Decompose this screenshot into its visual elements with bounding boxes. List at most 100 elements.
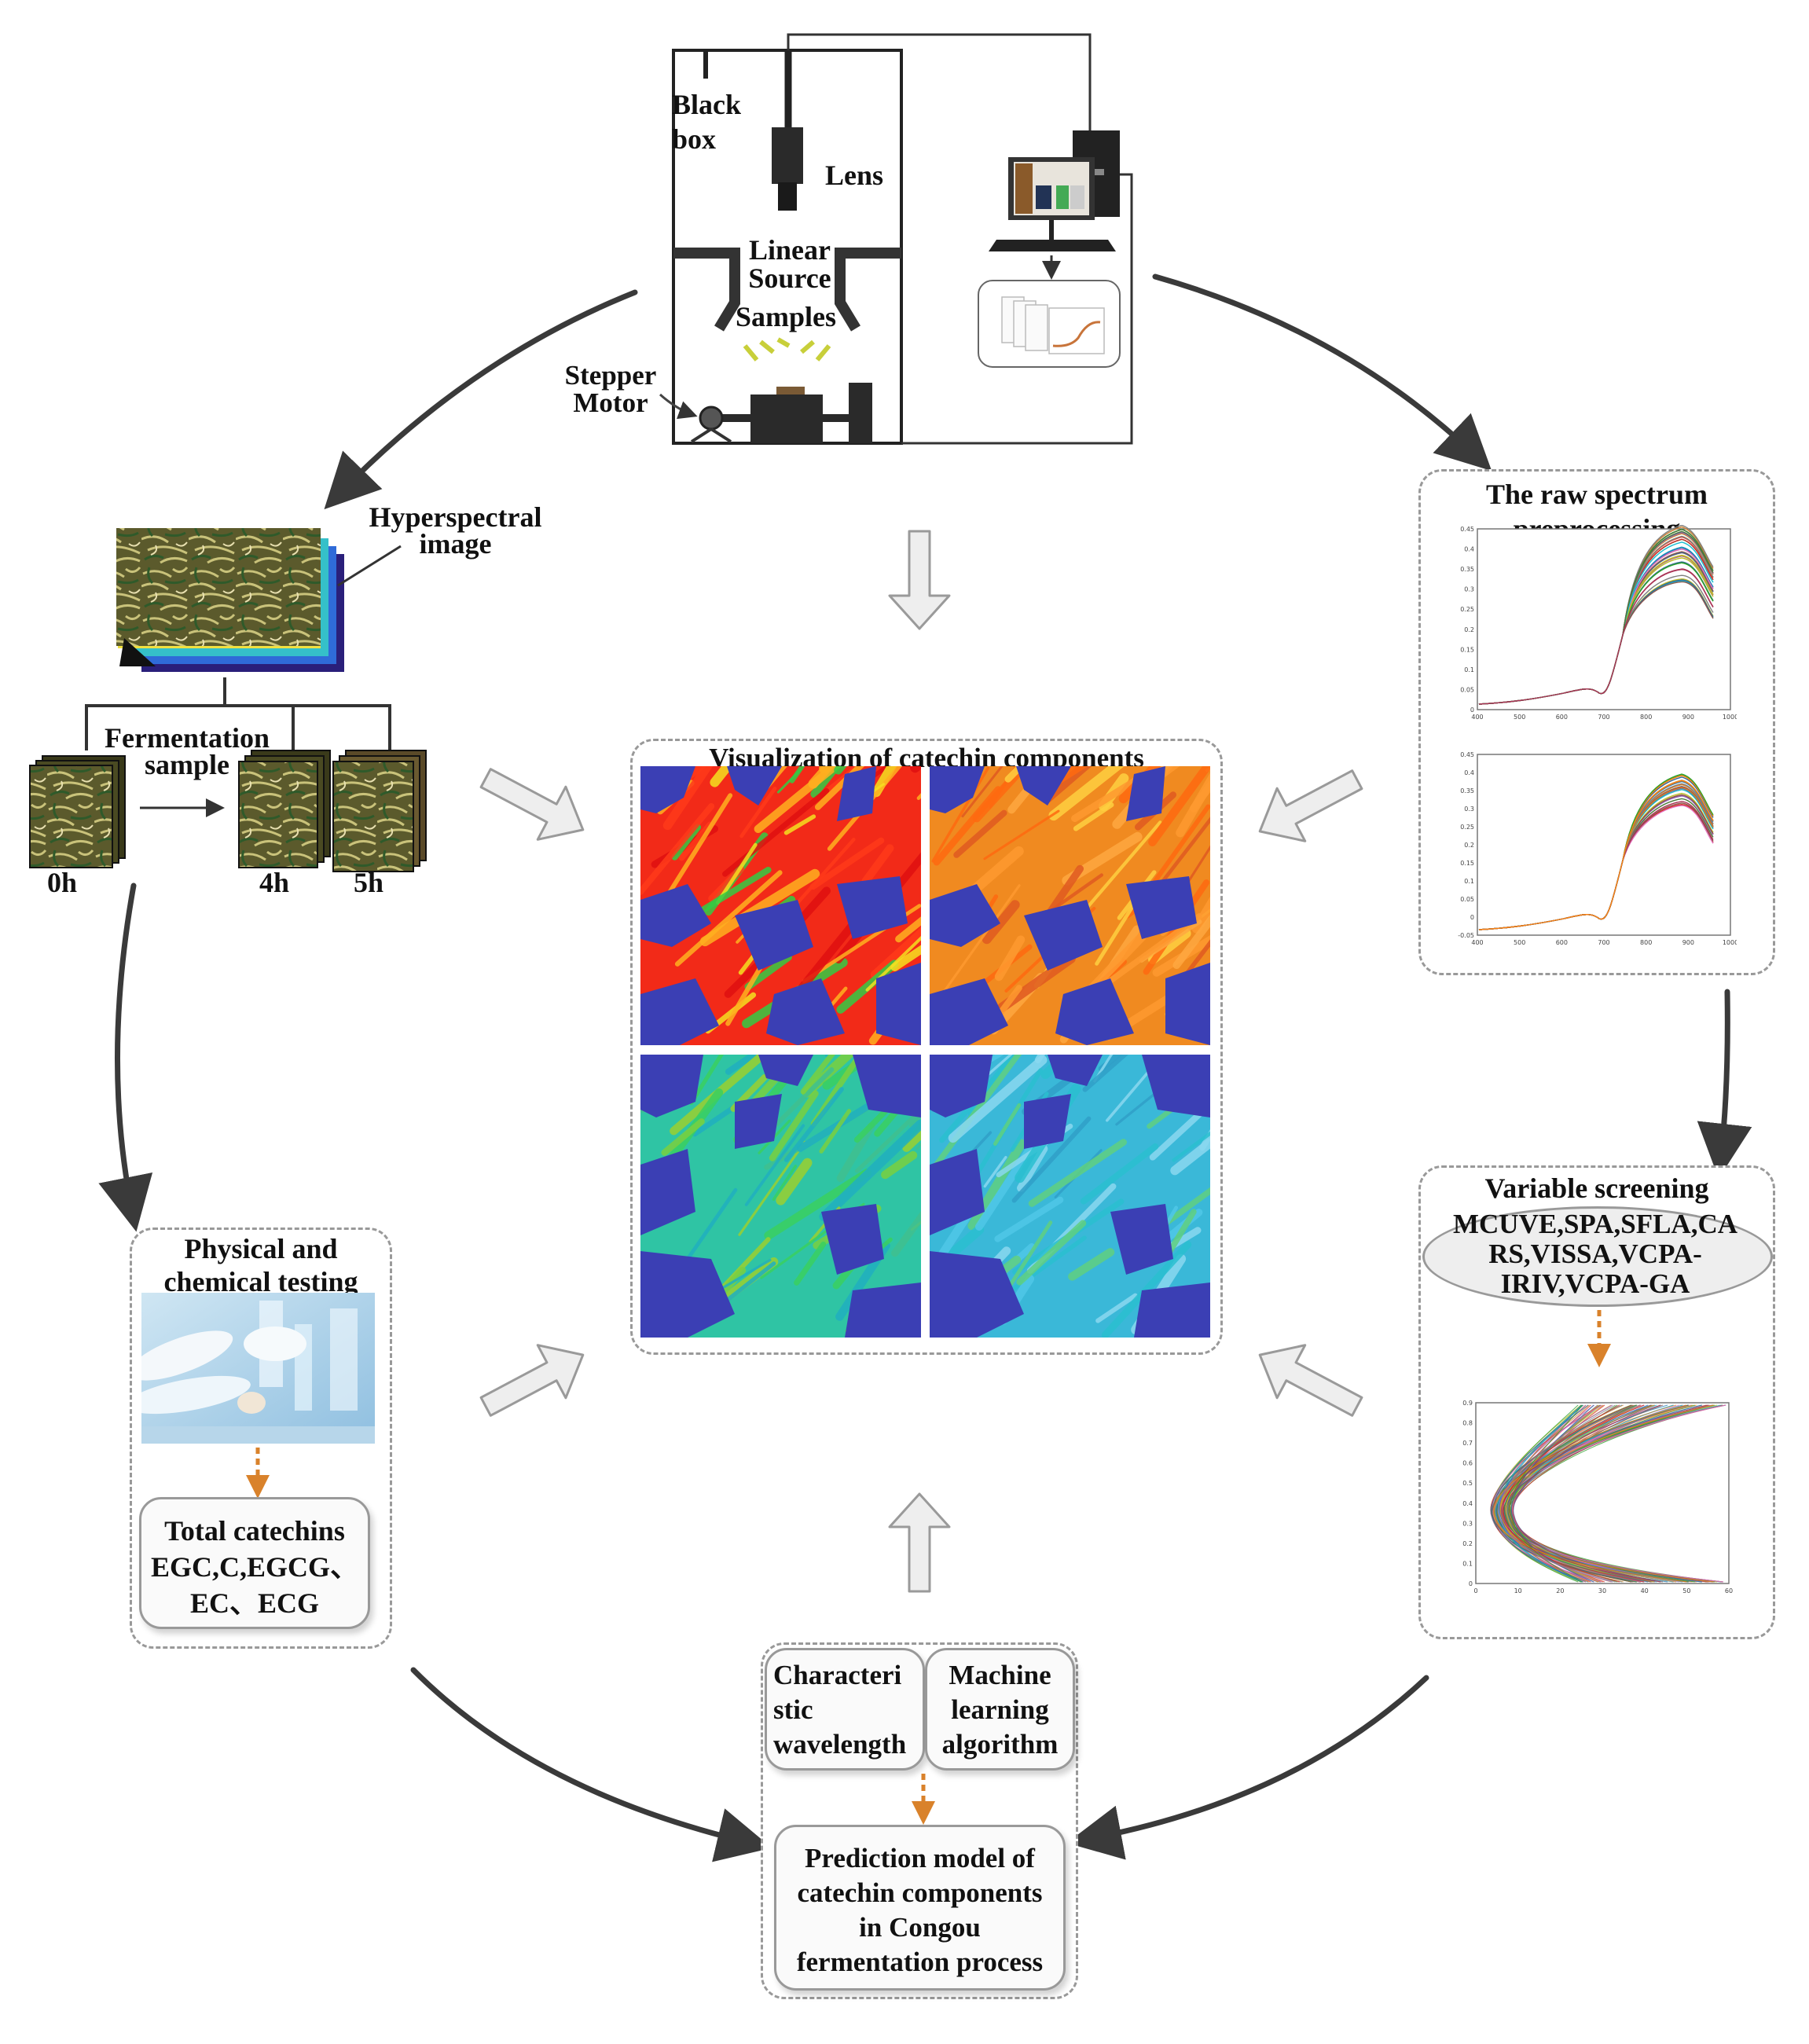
- selection-curve: [1503, 1404, 1620, 1583]
- x-tick-label: 600: [1556, 939, 1568, 946]
- map-background-region: [837, 876, 908, 939]
- hollow-arrow-top: [888, 530, 951, 630]
- light-source-left: [673, 248, 740, 332]
- x-tick-label: 900: [1682, 939, 1694, 946]
- map-streak: [772, 1165, 798, 1201]
- motor-pointer: [659, 393, 698, 420]
- map-streak: [738, 1140, 806, 1236]
- x-tick-label: 60: [1725, 1587, 1733, 1594]
- motor-block: [849, 383, 872, 443]
- x-tick-label: 800: [1640, 714, 1652, 721]
- map-background-region: [1126, 766, 1165, 821]
- selection-curve: [1498, 1404, 1613, 1583]
- methods-line-2: RS,VISSA,VCPA-: [1488, 1239, 1702, 1269]
- map-streak: [1098, 1055, 1124, 1072]
- map-streak: [1176, 772, 1210, 838]
- map-streak: [776, 769, 802, 794]
- x-tick-label: 700: [1598, 714, 1609, 721]
- map-streak: [854, 1106, 921, 1173]
- map-streak: [1068, 1248, 1115, 1281]
- map-streak: [674, 870, 783, 967]
- light-rays: [743, 337, 831, 361]
- black-box-label: Black box: [672, 89, 742, 155]
- methods-line-1: MCUVE,SPA,SFLA,CA: [1453, 1209, 1737, 1239]
- map-background-region: [853, 1055, 921, 1117]
- selection-curve: [1494, 1404, 1677, 1583]
- map-background-region: [766, 978, 845, 1045]
- map-streak: [1148, 766, 1210, 846]
- map-background-region: [640, 884, 711, 947]
- hyperspectral-top-image: [116, 528, 321, 646]
- map-streak: [809, 837, 885, 890]
- map-streak: [662, 766, 714, 831]
- selection-curve: [1495, 1404, 1689, 1583]
- map-streak: [744, 953, 792, 991]
- map-streak: [1073, 802, 1114, 831]
- sample-0h-stack: [29, 755, 126, 868]
- x-tick-label: 500: [1514, 714, 1525, 721]
- y-tick-label: 0.1: [1464, 878, 1474, 885]
- map-streak: [881, 1150, 918, 1180]
- y-tick-label: 0.35: [1460, 787, 1474, 794]
- map-background-region: [930, 766, 985, 813]
- map-streak: [1172, 1131, 1210, 1162]
- machine-line-2: learning: [951, 1694, 1049, 1725]
- y-tick-label: 0.15: [1460, 646, 1474, 653]
- map-streak: [722, 787, 830, 877]
- catechins-box: Total catechins EGC,C,EGCG、 EC、ECG: [139, 1497, 370, 1629]
- map-streak: [754, 766, 842, 833]
- selection-curve: [1497, 1404, 1714, 1583]
- map-streak: [994, 935, 1026, 982]
- map-streak: [953, 809, 1007, 858]
- map-background-region: [837, 766, 876, 821]
- motor-control-cable: [901, 173, 1133, 445]
- catechin-map-top-right: [930, 766, 1210, 1045]
- map-streak: [725, 1055, 760, 1075]
- map-background-region: [640, 1251, 735, 1338]
- hyperspectral-imaging-system: [659, 33, 1133, 445]
- sample-5h-stack: [332, 750, 427, 872]
- selection-curve: [1507, 1404, 1652, 1583]
- methods-line-3: IRIV,VCPA-GA: [1500, 1268, 1690, 1299]
- hyperspectral-image-label: Hyperspectral image: [369, 501, 542, 560]
- light-source-right: [835, 248, 901, 332]
- selection-curve: [1499, 1404, 1583, 1583]
- arrow-to-variable-screening: [1697, 989, 1752, 1179]
- map-streak: [1165, 1209, 1197, 1257]
- variable-screening-title: Variable screening: [1484, 1172, 1709, 1204]
- map-streak: [895, 916, 921, 943]
- catechin-map-top-left: [640, 766, 921, 1045]
- y-tick-label: 0.7: [1462, 1440, 1473, 1447]
- y-tick-label: 0: [1469, 1580, 1473, 1587]
- arrow-to-preprocessing: [1152, 273, 1492, 472]
- map-streak: [810, 1055, 864, 1127]
- map-streak: [993, 1103, 1022, 1146]
- x-tick-label: 400: [1471, 939, 1483, 946]
- y-tick-label: 0.8: [1462, 1420, 1473, 1427]
- map-background-region: [930, 1149, 985, 1235]
- chemical-testing-title-2: chemical testing: [163, 1266, 358, 1297]
- map-streak: [640, 802, 715, 895]
- map-background-region: [735, 900, 813, 971]
- y-tick-label: 0.3: [1464, 805, 1474, 813]
- catechins-line-2: EGC,C,EGCG、: [150, 1551, 359, 1583]
- x-tick-label: 30: [1598, 1587, 1606, 1594]
- map-background-region: [930, 978, 1008, 1045]
- arrow-chemical-to-model: [410, 1667, 772, 1862]
- map-streak: [1105, 1055, 1165, 1122]
- catechin-map-bottom-right: [930, 1055, 1210, 1338]
- y-tick-label: 0.45: [1460, 526, 1474, 533]
- y-tick-label: 0.4: [1462, 1500, 1473, 1507]
- map-streak: [1048, 766, 1125, 821]
- y-tick-label: 0.35: [1460, 566, 1474, 573]
- process-cycle-arrows: [98, 273, 1752, 1862]
- lens-tip: [778, 182, 797, 211]
- map-streak: [716, 842, 758, 905]
- map-background-region: [930, 1251, 1024, 1338]
- map-streak: [948, 1055, 1048, 1143]
- map-streak: [761, 766, 788, 793]
- x-tick-label: 400: [1471, 714, 1483, 721]
- time-label-4h: 4h: [259, 867, 290, 898]
- characteristic-line-2: stic: [773, 1694, 813, 1725]
